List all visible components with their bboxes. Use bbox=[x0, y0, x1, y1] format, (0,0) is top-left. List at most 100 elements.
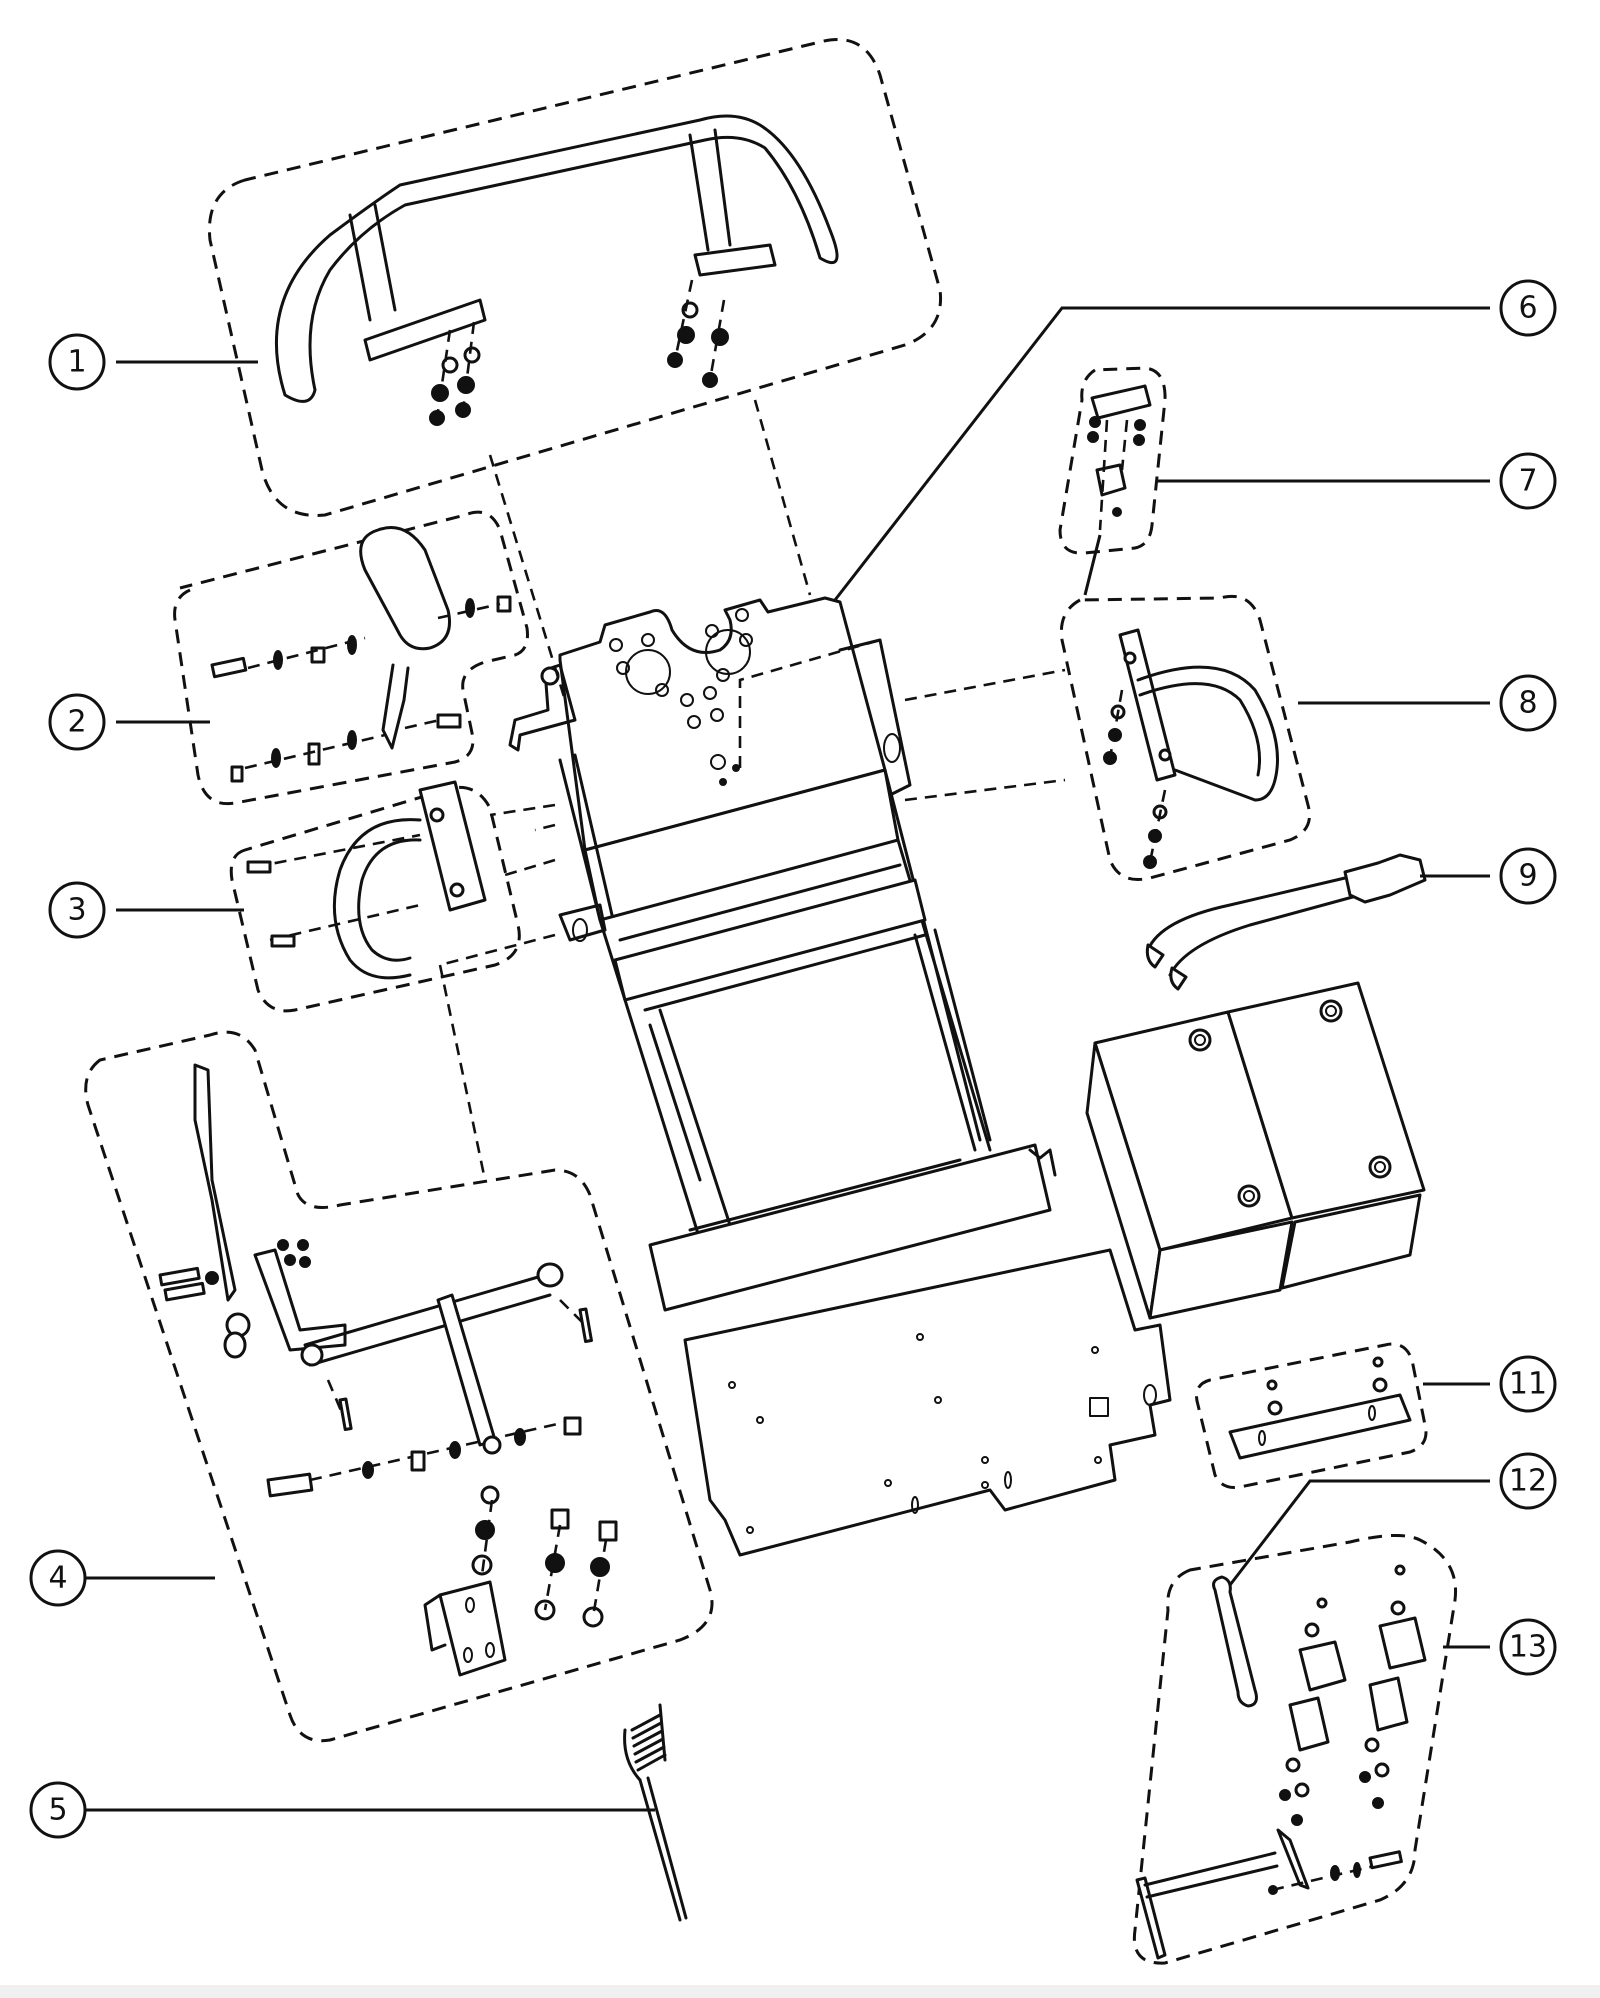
part-9-battery-cable bbox=[1145, 853, 1427, 991]
switch-cover-plate bbox=[1090, 384, 1152, 420]
callout-9-label: 9 bbox=[1518, 859, 1537, 894]
frame-inner-left bbox=[648, 1008, 732, 1227]
hinge-pin-hardware bbox=[1268, 1850, 1403, 1895]
fasteners-right bbox=[667, 279, 729, 388]
callout-12-label: 12 bbox=[1509, 1464, 1547, 1499]
cable-wire-1 bbox=[1146, 876, 1347, 952]
frame-cross-member-tab bbox=[1028, 1148, 1057, 1177]
frame-right-rail bbox=[883, 768, 992, 1152]
callout-2[interactable]: 2 bbox=[48, 693, 106, 751]
spring-coil bbox=[623, 1703, 667, 1782]
frame-crossbar-3 bbox=[643, 933, 962, 1232]
spring-leg bbox=[638, 1776, 688, 1922]
side-handle-loop bbox=[332, 818, 422, 980]
callout-3[interactable]: 3 bbox=[48, 881, 106, 939]
pedal-arm-long bbox=[193, 1063, 237, 1302]
group-8-grab-handle bbox=[1059, 594, 1311, 881]
battery-right-front bbox=[1280, 1193, 1422, 1290]
leader-6 bbox=[833, 306, 1490, 601]
battery-left-front bbox=[1148, 1220, 1294, 1320]
frame-crossbar-2 bbox=[613, 878, 927, 1002]
fasteners-left bbox=[429, 321, 481, 426]
handle-bar-tube bbox=[274, 114, 839, 403]
grab-handle-loop bbox=[1136, 665, 1279, 802]
cable-lug-2 bbox=[1169, 966, 1188, 991]
hinge-blocks bbox=[1279, 1564, 1427, 1826]
leader-12 bbox=[1228, 1479, 1490, 1586]
main-frame bbox=[508, 596, 1172, 1557]
handle-mount-plate-right bbox=[693, 243, 777, 277]
frame-right-flange bbox=[838, 638, 912, 797]
group-1-boundary bbox=[207, 37, 943, 517]
part-10-battery-pack bbox=[1085, 981, 1426, 1320]
frame-bottom-plate bbox=[683, 1248, 1172, 1557]
hinge-pin-plate bbox=[1135, 1876, 1167, 1960]
callout-5-label: 5 bbox=[48, 1793, 67, 1828]
callout-7-label: 7 bbox=[1518, 464, 1537, 499]
callout-13-label: 13 bbox=[1509, 1630, 1547, 1665]
frame-inner-right bbox=[913, 928, 992, 1152]
grab-handle-fasteners bbox=[1103, 689, 1168, 869]
assembly-guide-lines bbox=[438, 399, 1102, 1181]
pedal-hardware-bottom bbox=[230, 713, 462, 783]
frame-top-plate bbox=[558, 596, 887, 852]
grab-handle-plate bbox=[1118, 628, 1177, 782]
group-13-hinge-assembly bbox=[1132, 1533, 1458, 1965]
hinge-pin-flange bbox=[1276, 1828, 1310, 1890]
callout-1-label: 1 bbox=[67, 345, 86, 380]
group-13-boundary bbox=[1132, 1533, 1458, 1965]
callout-1[interactable]: 1 bbox=[48, 333, 106, 391]
pedal-shaft-hardware bbox=[158, 1239, 618, 1628]
pedal-bracket bbox=[253, 1248, 347, 1352]
pedal-mount-bracket bbox=[438, 1580, 507, 1677]
group-11-hold-down bbox=[1195, 1342, 1428, 1489]
cable-lug-1 bbox=[1145, 943, 1165, 969]
handle-bar-leg-left bbox=[348, 203, 397, 322]
group-7-boundary bbox=[1058, 366, 1167, 555]
bottom-edge-bar bbox=[0, 1985, 1600, 1998]
pedal-pad bbox=[359, 526, 451, 651]
handle-bar-leg-right bbox=[688, 128, 732, 252]
pedal-hardware-top bbox=[210, 595, 512, 679]
callout-leaders bbox=[86, 306, 1490, 1812]
group-7-switch bbox=[1058, 366, 1167, 555]
callout-3-label: 3 bbox=[67, 893, 86, 928]
callout-11-label: 11 bbox=[1509, 1367, 1547, 1402]
handle-mount-plate-left bbox=[363, 298, 487, 362]
group-11-boundary bbox=[1195, 1342, 1428, 1489]
callout-5[interactable]: 5 bbox=[29, 1781, 87, 1839]
group-8-boundary bbox=[1059, 594, 1311, 881]
group-3-side-handle bbox=[229, 780, 521, 1013]
pedal-shaft-rod bbox=[303, 1273, 552, 1367]
callout-9[interactable]: 9 bbox=[1499, 847, 1557, 905]
callout-8[interactable]: 8 bbox=[1499, 674, 1557, 732]
callout-6-label: 6 bbox=[1518, 291, 1537, 326]
cable-wire-2 bbox=[1168, 893, 1362, 977]
pedal-arm bbox=[381, 663, 410, 750]
group-4-pedal-shaft bbox=[84, 1030, 714, 1743]
callout-11[interactable]: 11 bbox=[1499, 1355, 1557, 1413]
callout-12[interactable]: 12 bbox=[1499, 1452, 1557, 1510]
frame-top-left-tab bbox=[508, 663, 577, 752]
group-2-boundary bbox=[173, 510, 529, 806]
callout-4-label: 4 bbox=[48, 1561, 67, 1596]
hold-down-bar bbox=[1228, 1393, 1412, 1460]
connector-housing bbox=[1343, 853, 1427, 904]
part-12-extension-spring bbox=[1212, 1575, 1258, 1708]
group-2-pedal-lever bbox=[173, 510, 529, 806]
group-1-handle-bar bbox=[207, 37, 943, 517]
callout-6[interactable]: 6 bbox=[1499, 279, 1557, 337]
callout-4[interactable]: 4 bbox=[29, 1549, 87, 1607]
part-5-torsion-spring bbox=[623, 1703, 688, 1922]
hinge-pin-rod bbox=[1143, 1851, 1279, 1899]
frame-bottom-holes bbox=[728, 1333, 1157, 1534]
callout-2-label: 2 bbox=[67, 705, 86, 740]
callout-13[interactable]: 13 bbox=[1499, 1618, 1557, 1676]
frame-side-left-bracket bbox=[558, 903, 607, 942]
frame-left-rail bbox=[558, 753, 702, 1242]
group-4-boundary bbox=[84, 1030, 714, 1743]
battery-terminals bbox=[1188, 999, 1392, 1208]
callout-7[interactable]: 7 bbox=[1499, 452, 1557, 510]
frame-top-holes bbox=[609, 608, 753, 786]
